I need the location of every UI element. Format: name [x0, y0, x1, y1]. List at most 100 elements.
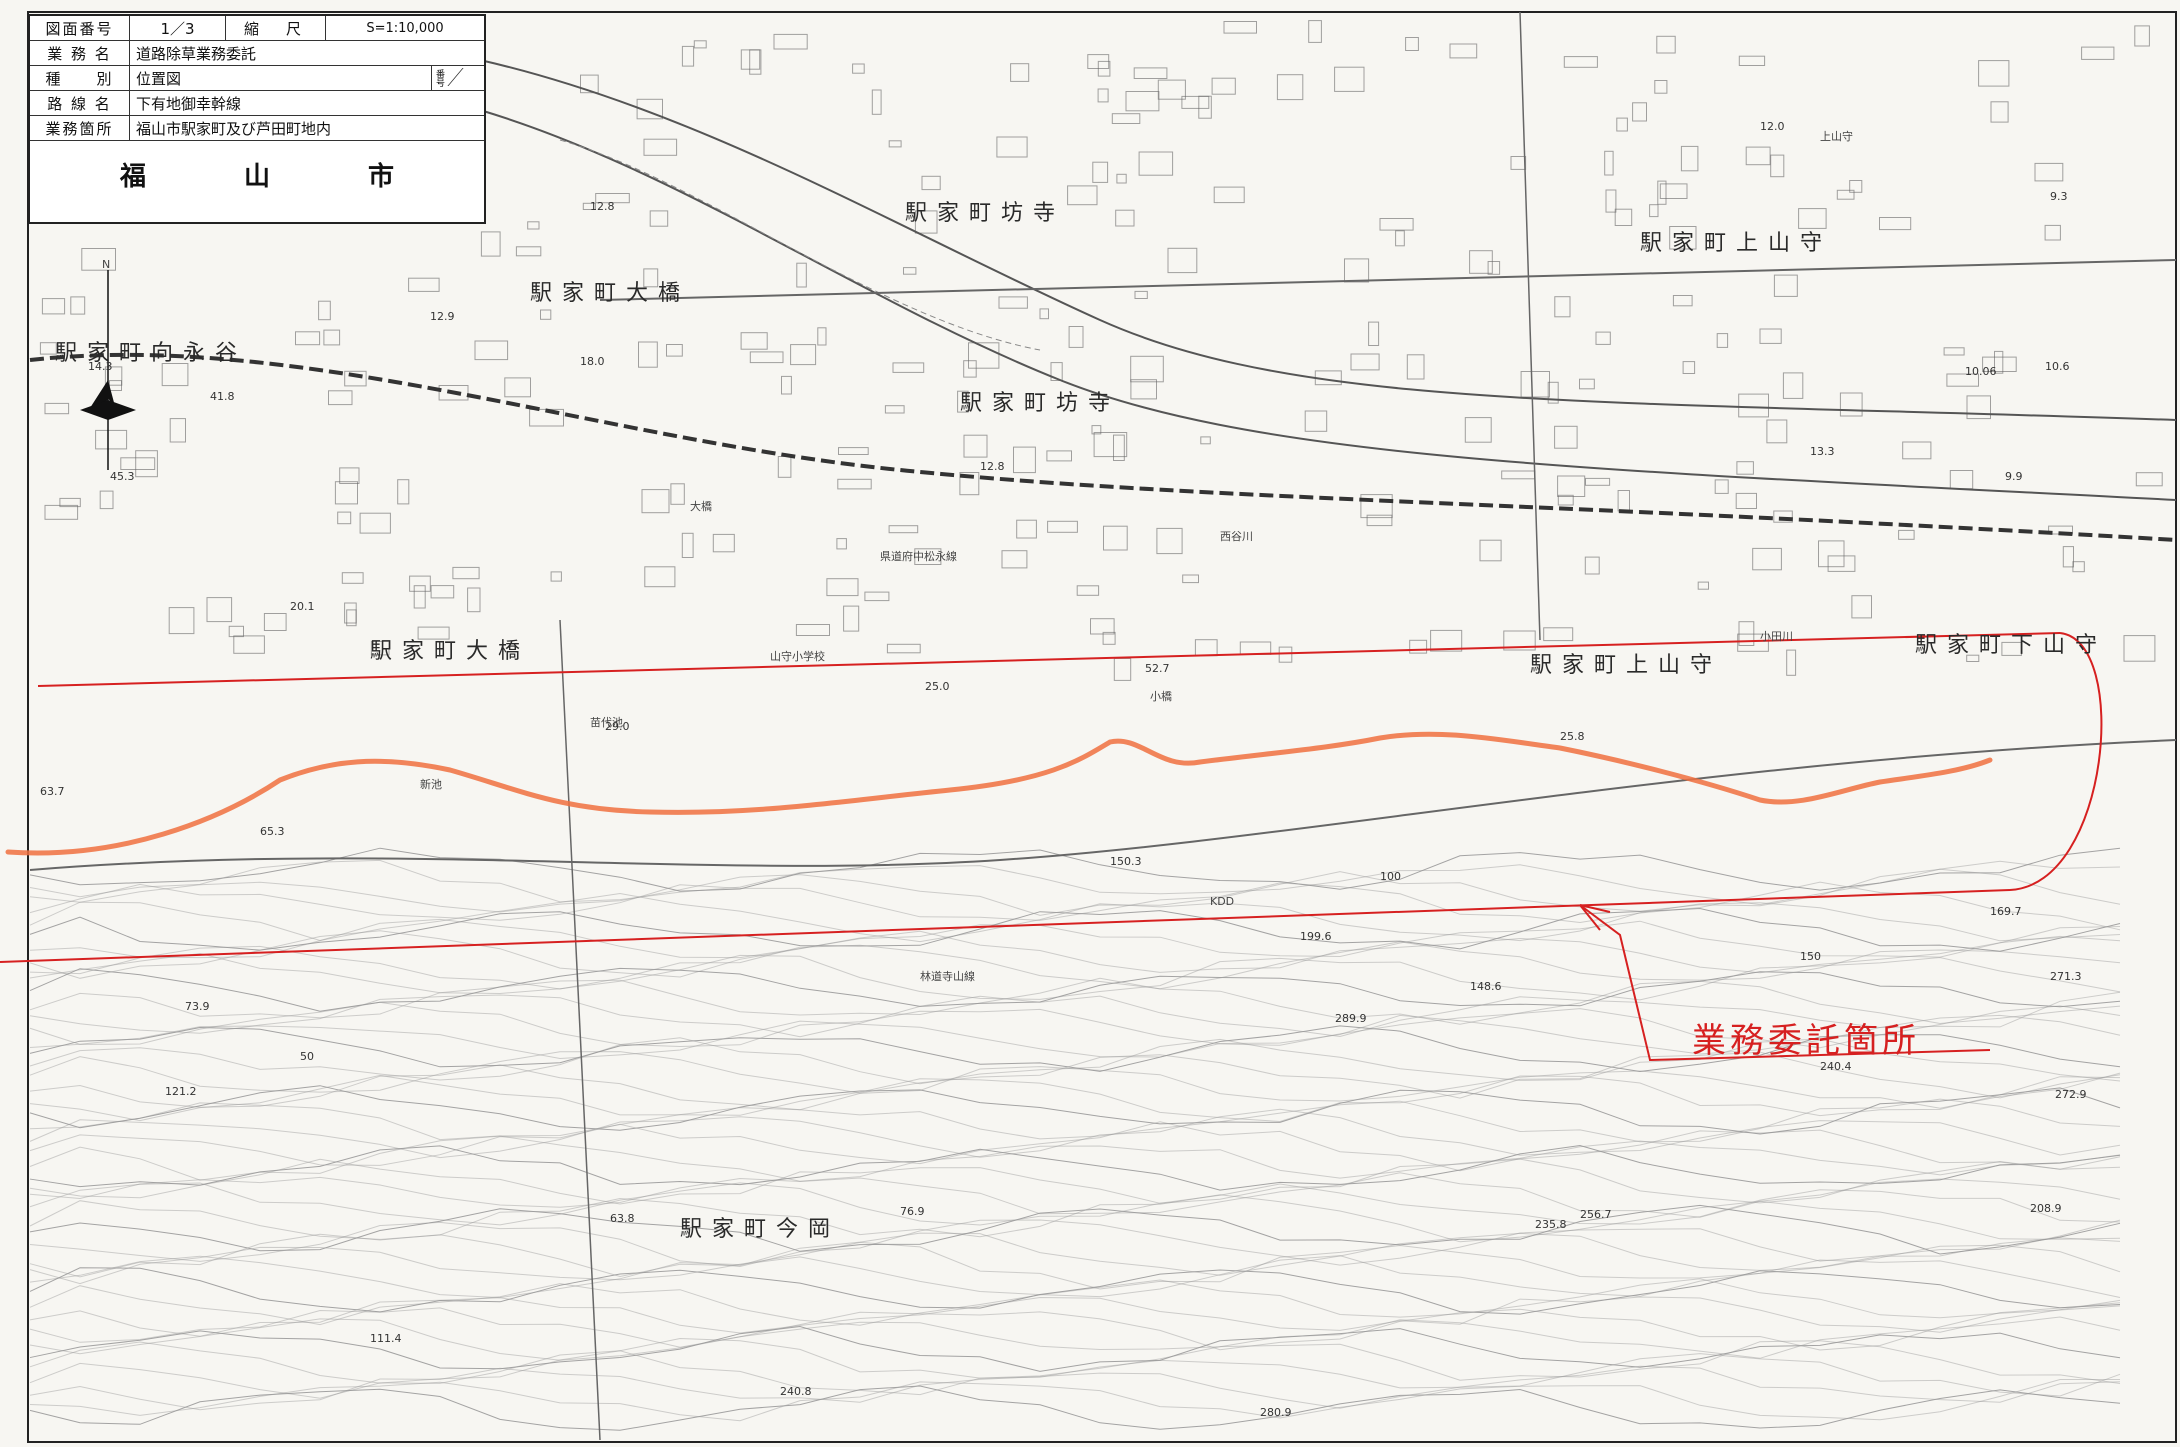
building-block — [1093, 432, 1128, 458]
building-block — [318, 300, 331, 321]
contour-line — [29, 881, 2121, 931]
title-row-location: 業務箇所 福山市駅家町及び芦田町地内 — [30, 116, 484, 141]
building-block — [1181, 95, 1210, 109]
contour-line — [29, 1278, 2121, 1326]
elevation-label: 111.4 — [370, 1332, 402, 1345]
building-block — [1046, 450, 1073, 462]
contour-line — [29, 1365, 2121, 1411]
building-block — [1405, 37, 1419, 51]
building-block — [1656, 35, 1676, 54]
building-block — [644, 566, 676, 588]
building-block — [1050, 362, 1063, 382]
building-block — [44, 504, 79, 520]
elevation-label: 150.3 — [1110, 855, 1142, 868]
elevation-label: 9.3 — [2050, 190, 2068, 203]
building-block — [1102, 631, 1116, 645]
building-block — [1198, 95, 1212, 119]
building-block — [2123, 635, 2156, 662]
building-block — [998, 296, 1028, 309]
contour-line — [29, 918, 2121, 959]
building-block — [1752, 547, 1782, 571]
building-block — [44, 402, 70, 415]
building-block — [1087, 54, 1110, 69]
north-label: N — [102, 258, 110, 271]
route-name-value: 下有地御幸幹線 — [136, 94, 242, 113]
building-block — [1503, 630, 1536, 651]
title-row-work-name: 業 務 名 道路除草業務委託 — [30, 41, 484, 66]
contour-line — [29, 1098, 2121, 1143]
building-block — [888, 140, 902, 148]
north-arrow — [80, 270, 136, 470]
building-block — [1946, 373, 1980, 387]
building-block — [1605, 189, 1617, 213]
building-block — [1604, 150, 1614, 176]
contour-line — [29, 1108, 2121, 1159]
building-block — [409, 575, 431, 592]
building-block — [452, 566, 480, 580]
elevation-label: 199.6 — [1300, 930, 1332, 943]
elevation-label: 208.9 — [2030, 1202, 2062, 1215]
building-block — [670, 483, 685, 505]
contour-line — [29, 1255, 2121, 1299]
building-block — [1563, 56, 1598, 68]
contour-line — [29, 1037, 2121, 1085]
building-block — [104, 366, 123, 386]
building-block — [968, 342, 1000, 369]
building-block — [1617, 490, 1630, 512]
building-block — [1737, 633, 1769, 652]
building-block — [1223, 21, 1257, 34]
building-block — [884, 405, 905, 414]
building-block — [370, 640, 390, 656]
building-block — [1943, 347, 1965, 356]
contour-line — [29, 847, 2121, 892]
building-block — [1368, 321, 1380, 347]
building-block — [1430, 629, 1463, 652]
building-block — [1350, 353, 1380, 371]
elevation-label: 256.7 — [1580, 1208, 1612, 1221]
building-block — [595, 193, 630, 204]
building-block — [892, 362, 925, 373]
contour-lines — [29, 847, 2121, 1431]
building-block — [1366, 514, 1393, 527]
place-name-ekiya-obashi-lower: 駅家町大橋 — [370, 639, 530, 664]
river-bank-south — [479, 109, 2177, 501]
building-block — [1773, 510, 1793, 523]
building-block — [474, 340, 509, 361]
building-block — [1990, 101, 2009, 123]
contour-line — [29, 1219, 2121, 1268]
elevation-label: 12.8 — [980, 460, 1005, 473]
building-block — [817, 327, 827, 346]
label-prefectural-road: 県道府中松永線 — [880, 549, 957, 563]
building-block — [2044, 224, 2061, 241]
building-block — [1133, 67, 1168, 80]
building-block — [921, 175, 941, 191]
building-block — [467, 587, 481, 613]
elevation-label: 13.3 — [1810, 445, 1835, 458]
building-block — [1966, 654, 1980, 663]
elevation-label: 150 — [1800, 950, 1821, 963]
building-block — [1949, 470, 1974, 490]
building-block — [1130, 355, 1164, 383]
building-block — [99, 490, 114, 510]
railway — [29, 352, 2177, 542]
building-block — [781, 375, 792, 395]
building-block — [1839, 392, 1863, 417]
building-block — [1487, 261, 1501, 275]
label-shinji: 新池 — [420, 777, 442, 791]
building-block — [843, 605, 860, 632]
building-block — [1156, 527, 1183, 555]
building-block — [1278, 646, 1293, 663]
building-block — [1902, 441, 1932, 460]
contour-line — [29, 1001, 2121, 1049]
building-block — [790, 344, 817, 366]
building-block — [643, 268, 659, 288]
building-block — [1614, 208, 1633, 226]
building-block — [1585, 477, 1611, 486]
building-block — [1211, 77, 1236, 95]
contour-line — [29, 1121, 2121, 1172]
place-name-ekiya-shimoyamamori: 駅家町下山守 — [1915, 633, 2107, 658]
building-block — [2062, 546, 2075, 568]
drawing-number-label: 図面番号 — [30, 16, 130, 40]
contour-line — [29, 868, 2121, 916]
